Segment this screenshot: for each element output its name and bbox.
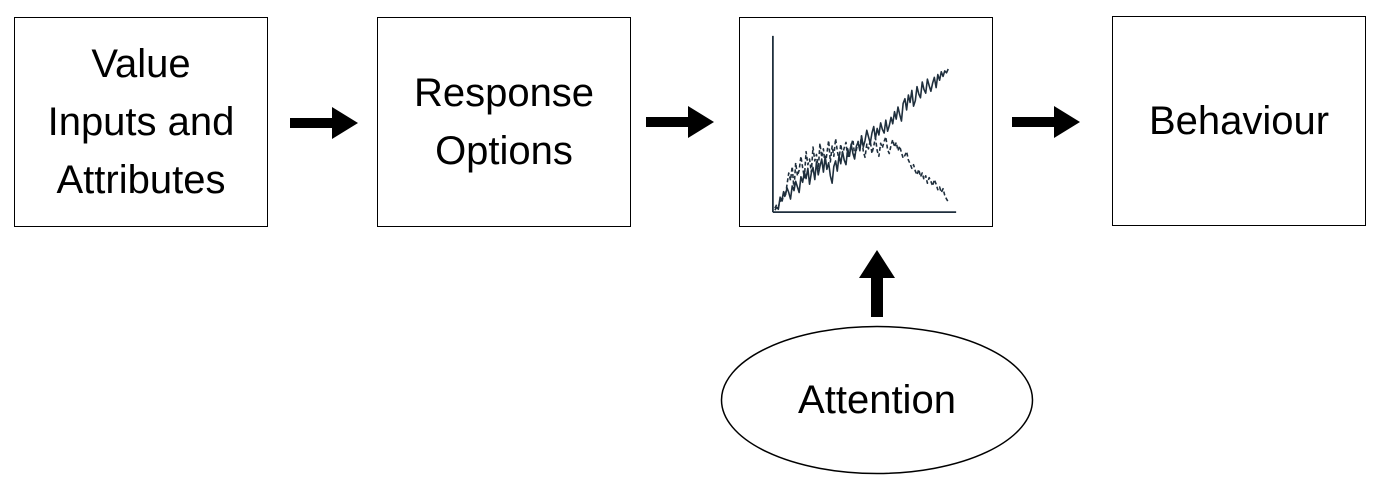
arrow-response-to-process [646, 106, 714, 138]
response-options-node: Response Options [377, 17, 631, 227]
chart-series-dashed-line [774, 135, 949, 209]
behaviour-node: Behaviour [1112, 16, 1366, 226]
arrow-value-to-response [290, 107, 358, 139]
behaviour-label: Behaviour [1148, 99, 1330, 143]
attention-label: Attention [798, 377, 956, 422]
arrow-attention-to-process [859, 250, 895, 317]
response-options-label: Response Options [413, 71, 595, 173]
accumulation-chart-node [739, 17, 993, 227]
value-inputs-label: Value Inputs and Attributes [47, 42, 235, 202]
value-inputs-node: Value Inputs and Attributes [14, 17, 268, 227]
chart-series-group [774, 68, 949, 211]
attention-node: Attention [720, 325, 1034, 475]
arrow-process-to-behaviour [1012, 106, 1080, 138]
attention-ellipse [720, 325, 1034, 475]
accumulation-chart [772, 35, 957, 214]
